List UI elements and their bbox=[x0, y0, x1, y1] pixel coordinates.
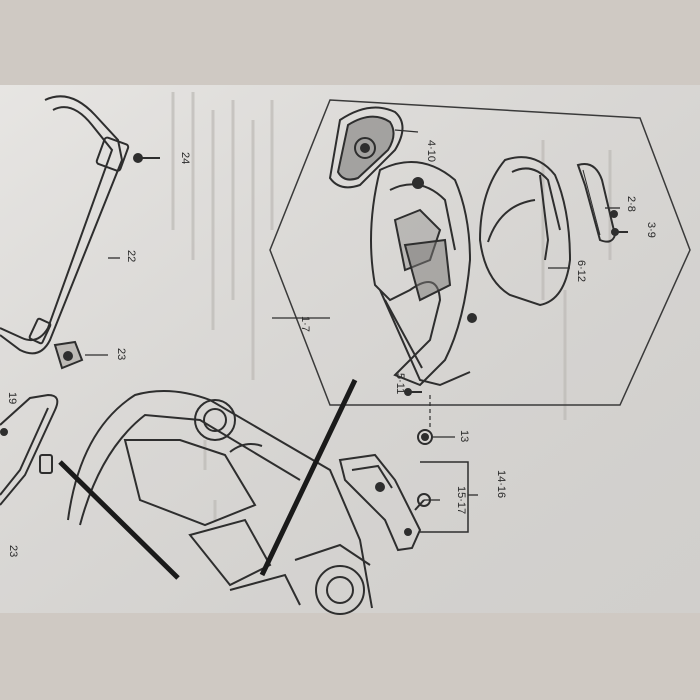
group-bracket bbox=[420, 461, 469, 533]
trim-piece bbox=[0, 393, 59, 506]
callout-19: 19 bbox=[6, 392, 18, 404]
callout-14-16: 14·16 bbox=[495, 470, 507, 498]
nut-13 bbox=[417, 429, 433, 445]
callout-6-12: 6·12 bbox=[575, 260, 587, 282]
bleed-through-text bbox=[171, 92, 612, 520]
screw-24 bbox=[133, 153, 160, 163]
leader-lines bbox=[85, 129, 620, 501]
mirror-cover bbox=[478, 156, 572, 307]
callout-3-9: 3·9 bbox=[645, 222, 657, 238]
mounting-bracket bbox=[338, 453, 422, 552]
callout-2-8: 2·8 bbox=[625, 196, 637, 212]
callout-15-17: 15·17 bbox=[455, 486, 467, 514]
callout-5-11: 5·11 bbox=[394, 373, 406, 394]
callout-24: 24 bbox=[179, 152, 191, 164]
callout-23-bottom: 23 bbox=[7, 545, 19, 557]
callout-13: 13 bbox=[458, 430, 470, 442]
car-outline bbox=[67, 390, 373, 615]
screw-3-9 bbox=[611, 228, 628, 236]
callout-22: 22 bbox=[125, 250, 137, 262]
assembly-boundary-hexagon bbox=[269, 99, 691, 406]
mirror-glass bbox=[328, 106, 404, 189]
pointer-line-2 bbox=[58, 460, 180, 580]
visor-clip bbox=[53, 340, 84, 370]
mirror-housing bbox=[370, 161, 477, 387]
screw-5-11 bbox=[404, 388, 422, 396]
callout-1-7: 1·7 bbox=[299, 316, 311, 332]
callout-23-top: 23 bbox=[115, 348, 127, 360]
sun-visor bbox=[0, 95, 130, 355]
callout-4-10: 4·10 bbox=[425, 140, 437, 162]
pointer-line-1 bbox=[259, 378, 358, 577]
